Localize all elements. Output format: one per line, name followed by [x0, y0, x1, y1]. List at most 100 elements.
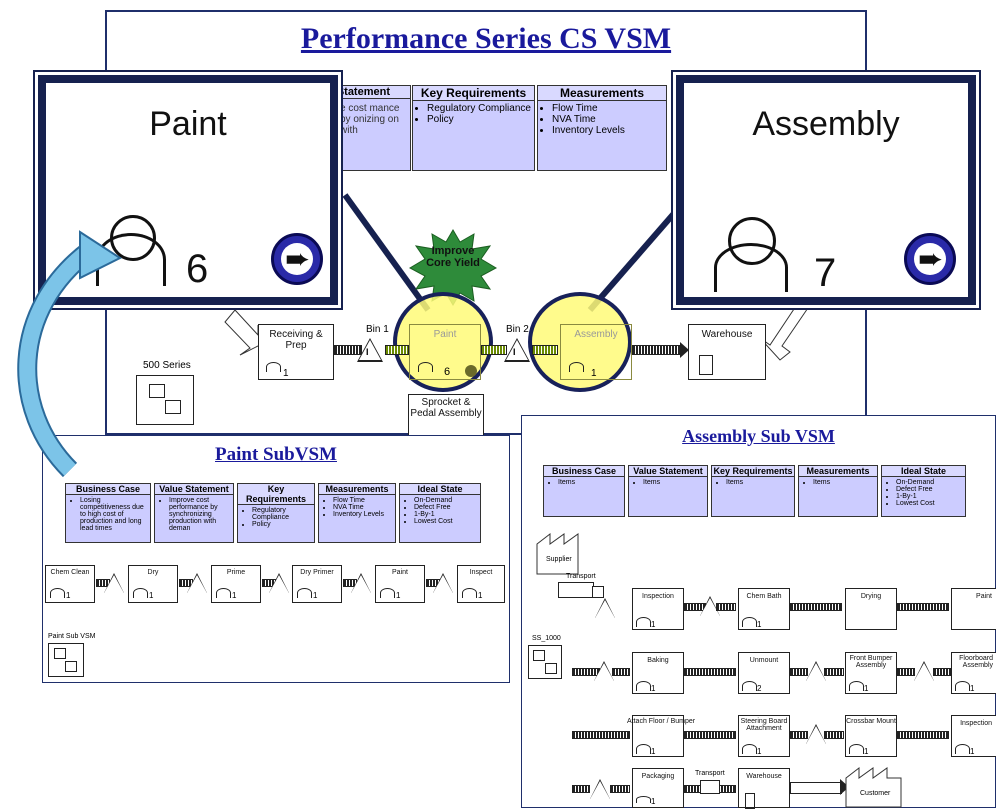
operator-icon	[849, 681, 864, 691]
truck-icon	[592, 586, 604, 598]
paint-ideal-item: Lowest Cost	[414, 518, 480, 525]
main-key-req-item: Regulatory Compliance	[427, 103, 534, 114]
push-arrow	[612, 668, 630, 676]
assembly-value-statement-header: Value Statement	[629, 466, 707, 477]
assembly-process-label: Assembly	[574, 329, 618, 340]
shipment-arrow	[790, 782, 842, 794]
asm-step-label: Packaging	[641, 773, 675, 780]
hierarchy-icon	[54, 648, 66, 659]
asm-row3-inspection[interactable]: Inspection	[951, 715, 996, 757]
paint-sub-vsm-icon[interactable]	[48, 643, 84, 677]
assembly-measurements-header: Measurements	[799, 466, 877, 477]
asm-row4-warehouse[interactable]: Warehouse	[738, 768, 790, 809]
series-500-label: 500 Series	[143, 360, 191, 371]
main-measurement-item: Flow Time	[552, 103, 666, 114]
asm-count: 1	[651, 684, 656, 693]
operator-icon	[380, 588, 395, 598]
asm-count: 1	[651, 797, 656, 806]
push-arrow	[790, 603, 842, 611]
truck-icon	[700, 780, 720, 794]
assembly-drilldown-button[interactable]	[904, 233, 956, 285]
assembly-process[interactable]: Assembly	[560, 324, 632, 380]
assembly-item: Items	[558, 479, 624, 486]
operator-icon	[636, 617, 651, 627]
assembly-card-count: 7	[814, 251, 837, 295]
asm-row1-drying[interactable]: Drying	[845, 588, 897, 630]
assembly-item: Items	[813, 479, 877, 486]
assembly-highlight-circle[interactable]	[528, 292, 632, 392]
main-measurements-box: Measurements Flow Time NVA Time Inventor…	[537, 85, 667, 171]
paint-process[interactable]: Paint	[409, 324, 481, 380]
asm-step-label: Inspection	[960, 720, 992, 727]
asm-row1-paint[interactable]: Paint	[951, 588, 996, 630]
paint-step-label: Dry Primer	[300, 569, 334, 576]
paint-business-case-text: Losing competitiveness due to high cost …	[80, 497, 150, 532]
main-measurements-header: Measurements	[538, 86, 666, 101]
operator-icon	[569, 362, 584, 372]
inventory-triangle	[913, 661, 935, 683]
paint-ideal-state-header: Ideal State	[400, 484, 480, 495]
paint-key-requirements-box: Key Requirements Regulatory Compliance P…	[237, 483, 315, 543]
bin1-label: Bin 1	[366, 324, 389, 335]
assembly-business-case-box: Business Case Items	[543, 465, 625, 517]
push-arrow	[385, 345, 409, 355]
series-500-icon[interactable]	[136, 375, 194, 425]
asm-count: 1	[970, 747, 975, 756]
operator-icon	[418, 362, 433, 372]
improve-core-yield-label: Improve Core Yield	[426, 245, 480, 269]
asm-row3-attach-floor[interactable]: Attach Floor / Bumper	[627, 715, 695, 757]
main-measurement-item: NVA Time	[552, 114, 666, 125]
paint-value-statement-text: Improve cost performance by synchronizin…	[169, 497, 233, 532]
assembly-subvsm-title[interactable]: Assembly Sub VSM	[682, 426, 835, 446]
paint-ideal-item: 1-By-1	[414, 511, 480, 518]
ss-1000-icon[interactable]	[528, 645, 562, 679]
assembly-count: 1	[591, 368, 597, 379]
assembly-ideal-item: On-Demand	[896, 479, 965, 486]
assembly-measurements-box: Measurements Items	[798, 465, 878, 517]
main-measurement-item: Inventory Levels	[552, 125, 666, 136]
push-arrow	[684, 731, 736, 739]
main-key-requirements-header: Key Requirements	[413, 86, 534, 101]
operator-icon	[462, 588, 477, 598]
operator-icon	[636, 744, 651, 754]
paint-subvsm-title[interactable]: Paint SubVSM	[215, 444, 337, 465]
hierarchy-icon	[533, 650, 545, 661]
operator-icon	[636, 681, 651, 691]
hierarchy-icon	[65, 661, 77, 672]
receiving-prep-label: Receiving & Prep	[269, 329, 323, 351]
supplier-factory-icon	[536, 532, 579, 575]
operator-icon	[133, 588, 148, 598]
operator-icon	[266, 362, 281, 372]
paint-step-label: Paint	[392, 569, 408, 576]
paint-step-count: 1	[66, 591, 71, 600]
paint-ideal-state-box: Ideal State On-Demand Defect Free 1-By-1…	[399, 483, 481, 543]
asm-step-label: Unmount	[749, 657, 779, 664]
paint-ideal-item: Defect Free	[414, 504, 480, 511]
paint-step-label: Prime	[226, 569, 246, 576]
asm-step-label: Drying	[860, 593, 882, 600]
push-arrow	[572, 785, 590, 793]
warehouse-process[interactable]: Warehouse	[688, 324, 766, 380]
receiving-count: 1	[283, 368, 289, 379]
assembly-key-requirements-header: Key Requirements	[712, 466, 794, 477]
asm-count: 1	[970, 684, 975, 693]
asm-count: 1	[757, 620, 762, 629]
operator-icon	[728, 217, 776, 265]
customer-label: Customer	[860, 790, 891, 797]
paint-drilldown-button[interactable]	[271, 233, 323, 285]
ss-1000-label: SS_1000	[532, 635, 561, 642]
assembly-ideal-item: 1-By-1	[896, 493, 965, 500]
inventory-triangle	[432, 573, 454, 595]
inventory-triangle	[594, 598, 616, 620]
paint-process-label: Paint	[433, 329, 457, 340]
paint-subprocess-button[interactable]	[465, 365, 477, 377]
paint-step-label: Inspect	[469, 569, 493, 576]
transport-label: Transport	[566, 573, 596, 580]
assembly-zoom-card[interactable]: Assembly 7	[676, 75, 976, 305]
inventory-triangle	[103, 573, 125, 595]
paint-step-paint[interactable]: Paint	[375, 565, 425, 603]
main-vsm-title[interactable]: Performance Series CS VSM	[300, 22, 672, 55]
paint-sub-vsm-label: Paint Sub VSM	[48, 633, 96, 640]
operator-icon	[742, 744, 757, 754]
